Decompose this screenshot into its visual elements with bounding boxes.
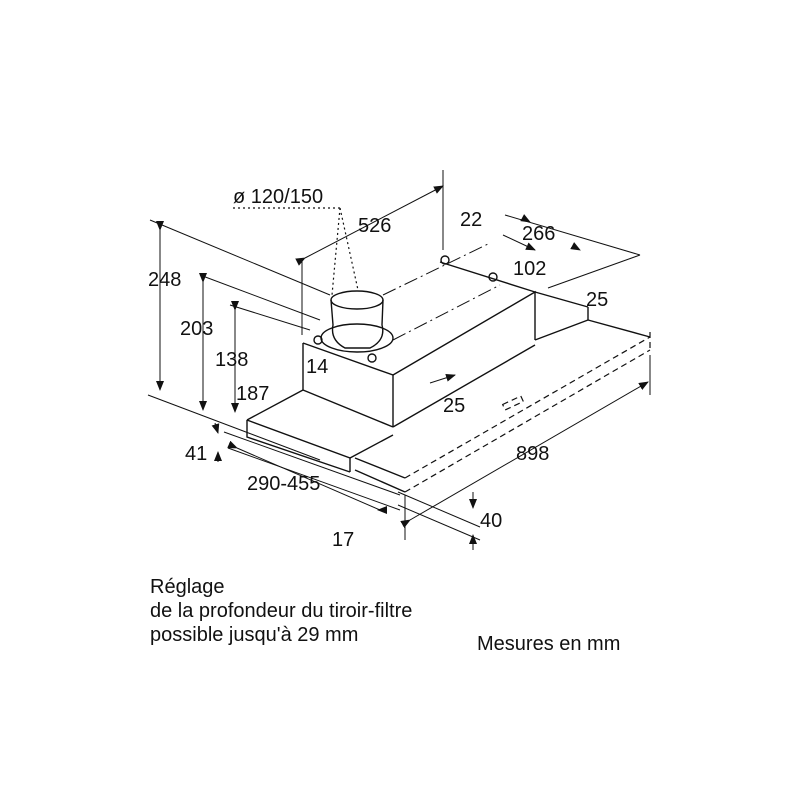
label-102: 102 — [513, 258, 546, 280]
label-25-front: 25 — [443, 395, 465, 417]
label-266: 266 — [522, 223, 555, 245]
label-41: 41 — [185, 443, 207, 465]
label-138: 138 — [215, 349, 248, 371]
depth-adjustment-note: Réglage de la profondeur du tiroir-filtr… — [150, 575, 412, 647]
label-203: 203 — [180, 318, 213, 340]
dimension-labels: ø 120/150 526 22 266 102 25 248 203 138 … — [148, 186, 608, 551]
label-25-right: 25 — [586, 289, 608, 311]
label-290-455: 290-455 — [247, 473, 320, 495]
label-526: 526 — [358, 215, 391, 237]
label-22: 22 — [460, 209, 482, 231]
label-898: 898 — [516, 443, 549, 465]
label-duct-diameter: ø 120/150 — [233, 186, 323, 208]
units-note: Mesures en mm — [477, 633, 621, 655]
label-187: 187 — [236, 383, 269, 405]
extended-visor-dashed — [404, 332, 651, 493]
duct-leader — [233, 207, 359, 296]
centerlines — [382, 242, 501, 341]
note-line-3: possible jusqu'à 29 mm — [150, 624, 359, 646]
note-line-2: de la profondeur du tiroir-filtre — [150, 600, 413, 622]
dimension-lines — [147, 170, 651, 550]
label-14: 14 — [306, 356, 328, 378]
label-40: 40 — [480, 510, 502, 532]
label-248: 248 — [148, 269, 181, 291]
note-line-1: Réglage — [150, 576, 225, 598]
label-17: 17 — [332, 529, 354, 551]
